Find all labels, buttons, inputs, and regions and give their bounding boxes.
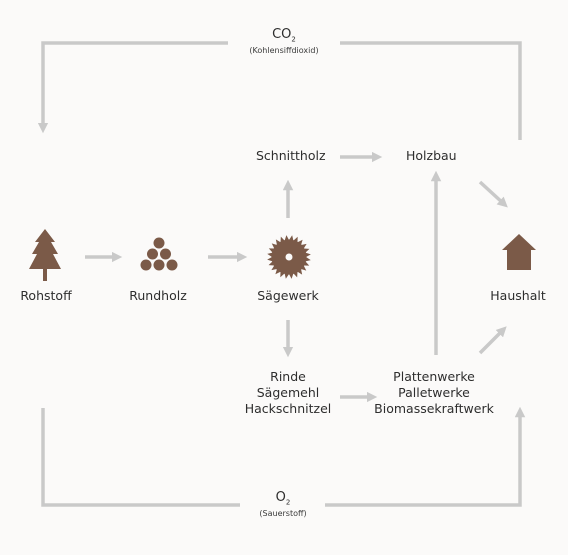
co2-formula: CO — [272, 27, 292, 42]
o2-loop-left — [41, 408, 240, 507]
arrow-holzbau-haushalt — [478, 180, 508, 208]
o2-subscript: 2 — [285, 498, 291, 507]
co2-note: (Kohlensiffdioxid) — [249, 45, 319, 55]
node-byproducts: Rinde Sägemehl Hackschnitzel — [245, 369, 332, 417]
industry-plattenwerke: Plattenwerke — [393, 369, 475, 384]
node-rundholz: Rundholz — [129, 288, 187, 303]
o2-formula: O — [275, 490, 286, 505]
node-schnittholz: Schnittholz — [256, 148, 326, 163]
node-rohstoff: Rohstoff — [20, 288, 72, 303]
log-pile-icon — [140, 237, 178, 271]
node-saegewerk: Sägewerk — [257, 288, 319, 303]
o2-note: (Sauerstoff) — [259, 508, 307, 518]
byproduct-rinde: Rinde — [270, 369, 306, 384]
node-industries: Plattenwerke Palletwerke Biomassekraftwe… — [374, 369, 494, 417]
arrow-industries-haushalt — [478, 326, 507, 355]
o2-label: O2 (Sauerstoff) — [259, 490, 306, 518]
industry-palletwerke: Palletwerke — [398, 385, 470, 400]
node-holzbau: Holzbau — [406, 148, 457, 163]
node-haushalt: Haushalt — [490, 288, 546, 303]
co2-loop-right — [340, 41, 522, 140]
industry-biomassekraftwerk: Biomassekraftwerk — [374, 401, 494, 416]
co2-subscript: 2 — [291, 35, 296, 44]
tree-icon — [29, 229, 61, 281]
byproduct-hackschnitzel: Hackschnitzel — [244, 401, 332, 416]
o2-loop-right — [325, 406, 526, 507]
byproduct-saegemehl: Sägemehl — [256, 385, 320, 400]
co2-loop-left — [37, 41, 228, 134]
house-icon — [502, 234, 536, 270]
co2-label: CO2 (Kohlensiffdioxid) — [249, 27, 318, 55]
saw-blade-icon — [267, 235, 311, 279]
